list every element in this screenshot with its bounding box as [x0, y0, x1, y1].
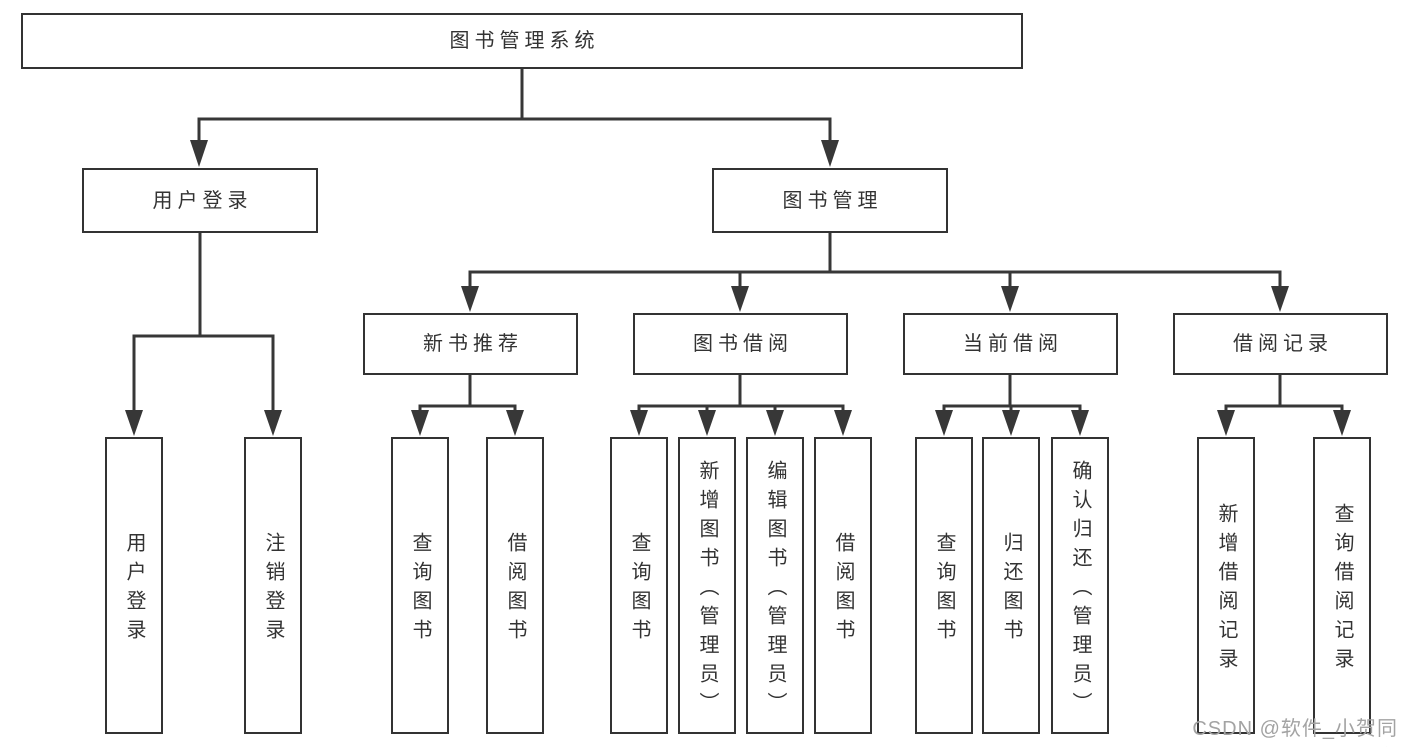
leaf-add-book-admin: 新增图书（管理员）	[678, 437, 736, 734]
node-new-book-recommend: 新书推荐	[363, 313, 578, 375]
node-root: 图书管理系统	[21, 13, 1023, 69]
leaf-return-books: 归还图书	[982, 437, 1040, 734]
arrowheads	[125, 140, 1351, 436]
leaf-query-books-recommend: 查询图书	[391, 437, 449, 734]
leaf-add-borrow-record: 新增借阅记录	[1197, 437, 1255, 734]
leaf-borrow-books-recommend: 借阅图书	[486, 437, 544, 734]
node-borrowing-records: 借阅记录	[1173, 313, 1388, 375]
leaf-edit-book-admin: 编辑图书（管理员）	[746, 437, 804, 734]
leaf-confirm-return-admin: 确认归还（管理员）	[1051, 437, 1109, 734]
leaf-query-borrow-record: 查询借阅记录	[1313, 437, 1371, 734]
csdn-watermark: CSDN @软件_小贺同学	[1192, 718, 1398, 740]
node-book-management: 图书管理	[712, 168, 948, 233]
leaf-query-books-current: 查询图书	[915, 437, 973, 734]
leaf-logout: 注销登录	[244, 437, 302, 734]
leaf-borrow-books-borrowing: 借阅图书	[814, 437, 872, 734]
leaf-query-books-borrowing: 查询图书	[610, 437, 668, 734]
leaf-user-login: 用户登录	[105, 437, 163, 734]
node-book-borrowing: 图书借阅	[633, 313, 848, 375]
node-current-borrowing: 当前借阅	[903, 313, 1118, 375]
node-user-login: 用户登录	[82, 168, 318, 233]
